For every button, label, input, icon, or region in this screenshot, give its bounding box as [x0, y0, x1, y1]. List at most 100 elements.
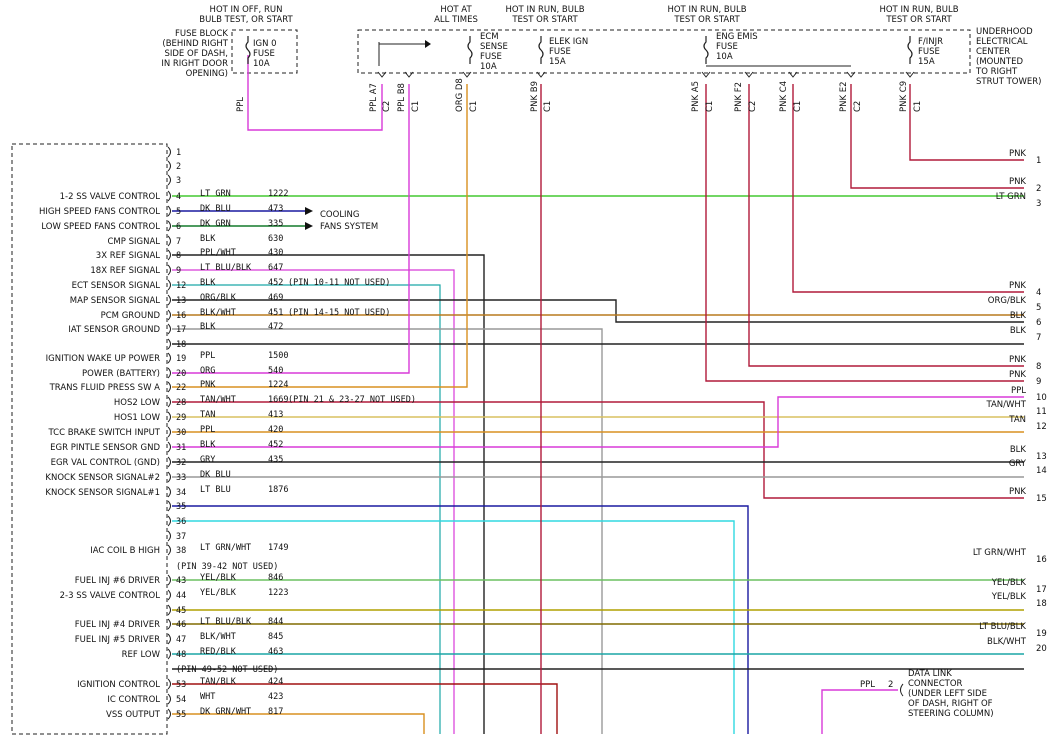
pin-number: 31	[176, 443, 186, 453]
wire-color: BLK	[200, 322, 216, 332]
circuit-number: 413	[268, 410, 283, 420]
connector-icon	[404, 71, 414, 78]
wire-color: TAN/WHT	[200, 395, 236, 405]
terminal-number: 4	[1036, 288, 1041, 298]
wire-label: PNK B9	[530, 81, 540, 112]
wire-color: LT BLU/BLK	[200, 263, 252, 273]
pin-terminal	[167, 708, 171, 720]
circuit-number: 423	[268, 692, 283, 702]
circuit-number: 420	[268, 425, 283, 435]
pin-terminal	[167, 678, 171, 690]
terminal-number: 15	[1036, 494, 1047, 504]
header-text: IGN 0	[253, 39, 277, 49]
wire-pnk-c4	[792, 84, 1024, 293]
ecm-bus	[378, 42, 425, 66]
wire-color: DK GRN/WHT	[200, 707, 251, 717]
pin-terminal	[167, 693, 171, 705]
terminal-number: 17	[1036, 585, 1047, 595]
dlc-label: OF DASH, RIGHT OF	[908, 699, 993, 709]
terminal-color: LT BLU/BLK	[979, 622, 1026, 632]
pin-terminal	[167, 396, 171, 408]
terminal-color: TAN/WHT	[985, 400, 1026, 410]
pin-number: 46	[176, 620, 186, 630]
pin-note: (PIN 39-42 NOT USED)	[176, 562, 278, 572]
wire-label: C2	[853, 101, 863, 112]
terminal-color: PNK	[1009, 149, 1026, 159]
dlc-pin: 2	[888, 680, 893, 690]
wire-color: PPL	[200, 425, 215, 435]
wire-label: C1	[793, 101, 803, 112]
pin-number: 45	[176, 606, 186, 616]
pin-function: TRANS FLUID PRESS SW A	[49, 383, 161, 393]
pin-terminal	[167, 294, 171, 306]
circuit-number: 540	[268, 366, 283, 376]
wire-knock2	[172, 505, 749, 734]
header-text: OPENING)	[186, 69, 228, 79]
header-text: 10A	[716, 52, 733, 62]
fuses	[245, 36, 915, 78]
header-text: 15A	[918, 57, 935, 67]
circuit-number: 844	[268, 617, 283, 627]
header-text: (BEHIND RIGHT	[162, 39, 228, 49]
circuit-number: 846	[268, 573, 283, 583]
header-text: F/INJR	[918, 37, 943, 47]
terminal-color: YEL/BLK	[991, 578, 1027, 588]
pin-function: LOW SPEED FANS CONTROL	[41, 222, 160, 232]
pin-note: (PIN 14-15 NOT USED)	[288, 308, 390, 318]
wire-power	[172, 84, 468, 388]
terminal-number: 2	[1036, 184, 1041, 194]
pin-function: VSS OUTPUT	[106, 710, 161, 720]
header-text: FUSE BLOCK	[175, 29, 228, 39]
arrow-icon	[305, 207, 313, 215]
wire-label: PNK C9	[899, 81, 909, 112]
pin-number: 35	[176, 502, 186, 512]
pin-number: 22	[176, 383, 186, 393]
wire-ect	[172, 299, 1024, 323]
wire-dlc	[821, 689, 898, 734]
circuit-number: 473	[268, 204, 283, 214]
circuit-number: 1876	[268, 485, 288, 495]
pin-function: IC CONTROL	[107, 695, 160, 705]
circuit-number: 469	[268, 293, 283, 303]
header-text: STRUT TOWER)	[976, 77, 1042, 87]
header-text: HOT IN RUN, BULB	[505, 5, 584, 15]
pin-function: EGR VAL CONTROL (GND)	[51, 458, 160, 468]
wire-color: DK BLU	[200, 204, 231, 214]
header-text: TEST OR START	[885, 15, 952, 25]
pin-terminal	[167, 220, 171, 232]
pin-number: 4	[176, 192, 181, 202]
pin-terminal	[167, 411, 171, 423]
pin-number: 36	[176, 517, 186, 527]
pin-number: 9	[176, 266, 181, 276]
terminal-color: BLK	[1010, 326, 1027, 336]
terminal-color: PPL	[1011, 386, 1026, 396]
pin-function: IAT SENSOR GROUND	[68, 325, 160, 335]
wire-color: RED/BLK	[200, 647, 237, 657]
connector-icon	[701, 71, 711, 78]
dlc-label: CONNECTOR	[908, 679, 963, 689]
pin-function: KNOCK SENSOR SIGNAL#2	[45, 473, 160, 483]
header-text: (MOUNTED	[976, 57, 1023, 67]
wires	[168, 40, 1024, 734]
circuit-number: 1749	[268, 543, 288, 553]
pin-terminal	[167, 338, 171, 350]
pin-function: MAP SENSOR SIGNAL	[70, 296, 160, 306]
wire-color: LT GRN/WHT	[200, 543, 251, 553]
wire-label: C1	[543, 101, 553, 112]
dlc-wire: PPL	[860, 680, 875, 690]
wire-label: C2	[382, 101, 392, 112]
wire-color: TAN	[200, 410, 215, 420]
pin-number: 6	[176, 222, 181, 232]
terminal-number: 19	[1036, 629, 1047, 639]
terminal-color: PNK	[1009, 177, 1026, 187]
header-text: 15A	[549, 57, 566, 67]
wire-pnk-f2	[748, 84, 1024, 367]
terminal-number: 7	[1036, 333, 1041, 343]
pin-number: 17	[176, 325, 186, 335]
wire-color: ORG	[200, 366, 215, 376]
pin-function: HIGH SPEED FANS CONTROL	[39, 207, 160, 217]
wire-color: WHT	[200, 692, 215, 702]
terminal-number: 8	[1036, 362, 1041, 372]
fuse-icon	[703, 36, 709, 64]
